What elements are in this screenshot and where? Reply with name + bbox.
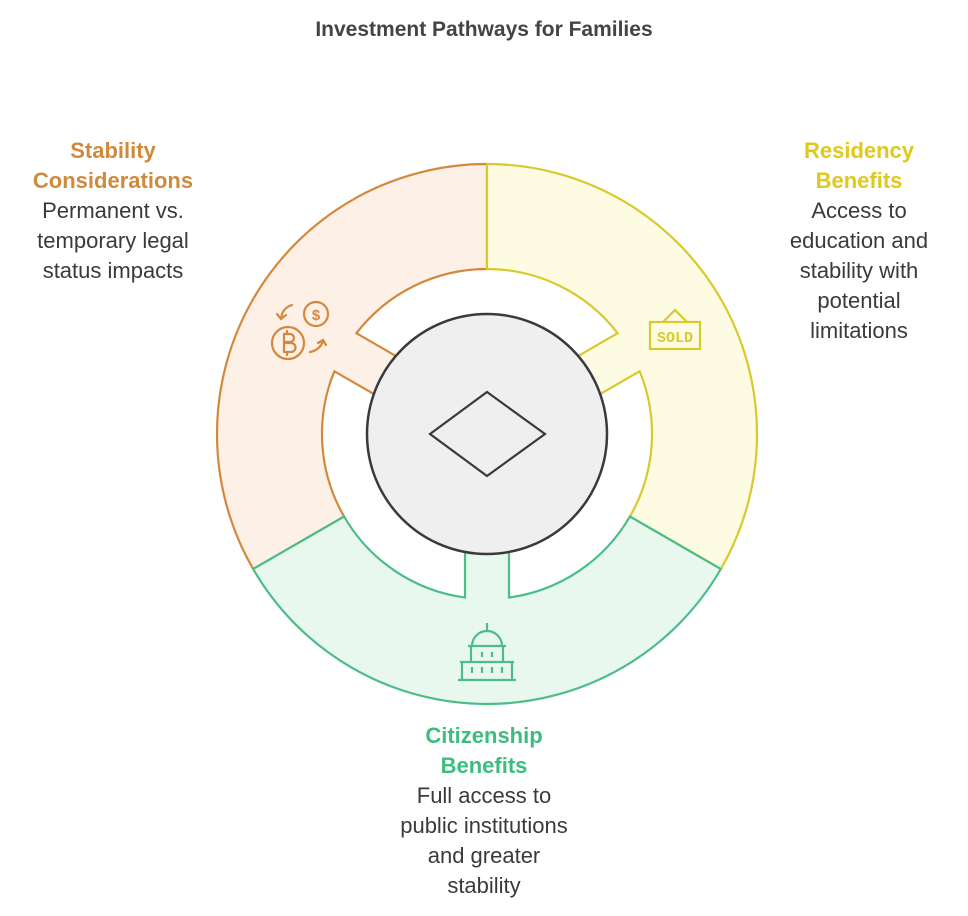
segment-residency — [485, 162, 759, 571]
segment-citizenship — [251, 514, 723, 706]
svg-text:SOLD: SOLD — [657, 330, 693, 347]
sold-sign-icon: SOLD — [648, 308, 702, 351]
diamond-icon — [428, 390, 547, 478]
currency-exchange-icon: $ — [270, 300, 330, 361]
segment-stability — [215, 162, 489, 571]
diagram-title: Investment Pathways for Families — [315, 18, 653, 41]
center-circle — [365, 312, 609, 556]
capitol-building-icon — [458, 623, 516, 682]
svg-text:$: $ — [312, 307, 321, 324]
